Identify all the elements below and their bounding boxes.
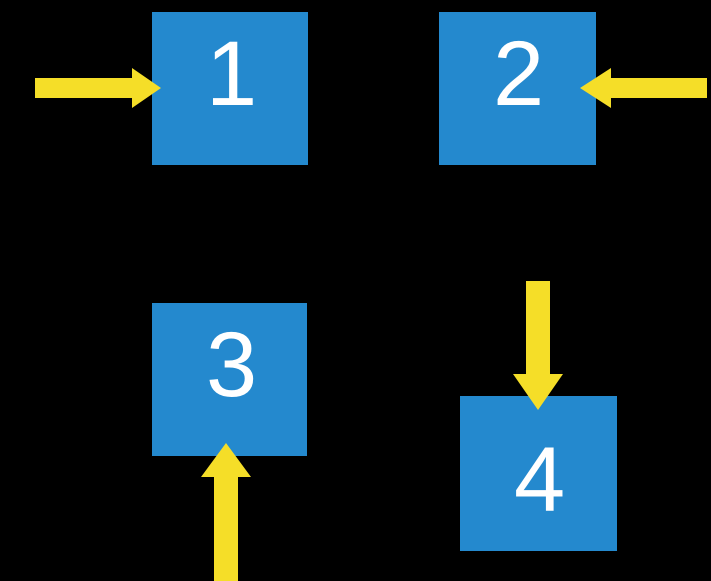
node-label-1: 1 [206, 23, 258, 125]
arrow-down-icon[interactable] [513, 281, 563, 410]
node-box-2[interactable] [439, 12, 596, 165]
arrow-up-icon[interactable] [201, 443, 251, 581]
arrow-left-icon[interactable] [580, 68, 707, 108]
node-box-1[interactable] [152, 12, 308, 165]
node-box-3[interactable] [152, 303, 307, 456]
node-label-2: 2 [493, 23, 545, 125]
node-label-3: 3 [206, 314, 258, 416]
arrow-right-icon[interactable] [35, 68, 161, 108]
node-label-4: 4 [514, 429, 566, 531]
node-box-4[interactable] [460, 396, 617, 551]
